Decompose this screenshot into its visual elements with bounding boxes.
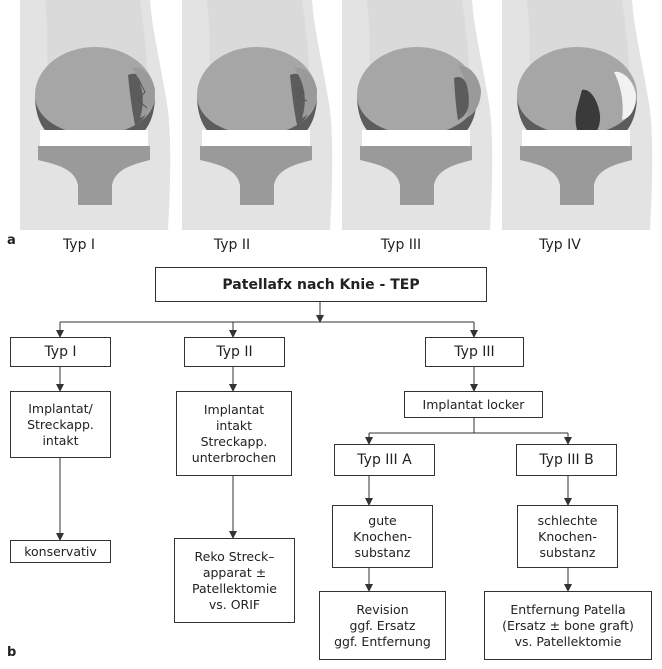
caption-typ-3: Typ III (380, 237, 422, 253)
typ-3b-condition: schlechte Knochen- substanz (517, 505, 618, 568)
flowchart-title: Patellafx nach Knie - TEP (155, 267, 487, 302)
caption-typ-1: Typ I (62, 237, 96, 253)
typ-3a-condition: gute Knochen- substanz (332, 505, 433, 568)
panel-label-b: b (7, 645, 17, 660)
knee-illustrations (20, 0, 653, 230)
knee-typ-1 (20, 0, 171, 230)
typ-3-header: Typ III (425, 337, 524, 367)
knee-typ-2 (182, 0, 333, 230)
knee-typ-3 (342, 0, 493, 230)
typ-2-condition: Implantat intakt Streckapp. unterbrochen (176, 391, 292, 476)
typ-1-header: Typ I (10, 337, 111, 367)
typ-3-condition: Implantat locker (404, 391, 543, 418)
typ-3b-header: Typ III B (516, 444, 617, 476)
typ-3a-treatment: Revision ggf. Ersatz ggf. Entfernung (319, 591, 446, 660)
typ-3a-header: Typ III A (334, 444, 435, 476)
typ-3b-treatment: Entfernung Patella (Ersatz ± bone graft)… (484, 591, 652, 660)
typ-2-treatment: Reko Streck– apparat ± Patellektomie vs.… (174, 538, 295, 623)
typ-1-treatment: konservativ (10, 540, 111, 563)
knee-typ-4 (502, 0, 653, 230)
caption-typ-4: Typ IV (539, 237, 581, 253)
caption-typ-2: Typ II (213, 237, 251, 253)
typ-1-condition: Implantat/ Streckapp. intakt (10, 391, 111, 458)
panel-label-a: a (7, 233, 16, 248)
typ-2-header: Typ II (184, 337, 285, 367)
